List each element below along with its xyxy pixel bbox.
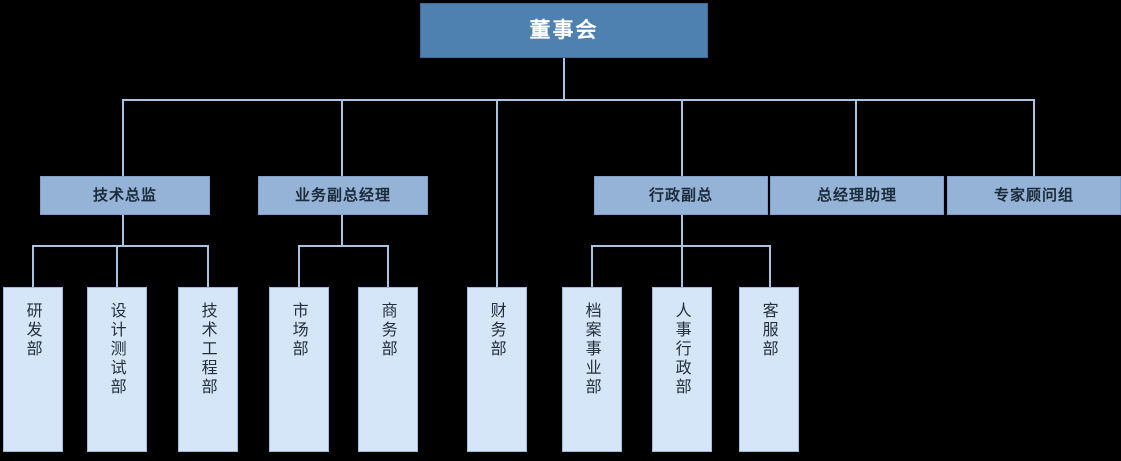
connector-drop-customer-service-dept bbox=[769, 245, 771, 288]
node-label: 档案事业部 bbox=[582, 302, 602, 397]
node-gm-assistant[interactable]: 总经理助理 bbox=[770, 176, 944, 215]
connector-drop-rd-dept bbox=[32, 245, 34, 288]
node-archive-div[interactable]: 档案事业部 bbox=[562, 287, 622, 452]
node-tech-director[interactable]: 技术总监 bbox=[40, 176, 210, 215]
node-design-test-dept[interactable]: 设计测试部 bbox=[87, 287, 147, 452]
node-label: 市场部 bbox=[289, 302, 309, 359]
connector-drop-tech-eng-dept bbox=[207, 245, 209, 288]
node-customer-service-dept[interactable]: 客服部 bbox=[739, 287, 799, 452]
node-label: 总经理助理 bbox=[816, 186, 897, 205]
node-label: 技术工程部 bbox=[198, 302, 218, 397]
node-market-dept[interactable]: 市场部 bbox=[269, 287, 329, 452]
node-label: 专家顾问组 bbox=[993, 186, 1074, 205]
node-rd-dept[interactable]: 研发部 bbox=[3, 287, 63, 452]
connector-drop-commerce-dept bbox=[387, 245, 389, 288]
connector-main-bus bbox=[122, 99, 1035, 101]
connector-stem-admin-vgm bbox=[681, 215, 683, 246]
node-label: 技术总监 bbox=[92, 186, 157, 205]
node-label: 研发部 bbox=[23, 302, 43, 359]
node-label: 行政副总 bbox=[648, 186, 713, 205]
node-finance-dept[interactable]: 财务部 bbox=[467, 287, 527, 452]
node-label: 人事行政部 bbox=[672, 302, 692, 397]
node-business-vgm[interactable]: 业务副总经理 bbox=[258, 176, 428, 215]
node-commerce-dept[interactable]: 商务部 bbox=[358, 287, 418, 452]
connector-root-stem bbox=[563, 58, 565, 100]
node-label: 董事会 bbox=[529, 18, 599, 43]
connector-drop-admin-vgm bbox=[681, 99, 683, 176]
connector-drop-business-vgm bbox=[341, 99, 343, 176]
node-admin-vgm[interactable]: 行政副总 bbox=[594, 176, 768, 215]
node-label: 客服部 bbox=[759, 302, 779, 359]
connector-drop-market-dept bbox=[298, 245, 300, 288]
connector-bus-tech-director bbox=[32, 245, 209, 247]
node-label: 财务部 bbox=[487, 302, 507, 359]
node-tech-eng-dept[interactable]: 技术工程部 bbox=[178, 287, 238, 452]
node-expert-group[interactable]: 专家顾问组 bbox=[947, 176, 1121, 215]
node-label: 业务副总经理 bbox=[294, 186, 391, 205]
connector-drop-design-test-dept bbox=[116, 245, 118, 288]
connector-drop-gm-assistant bbox=[855, 99, 857, 176]
connector-drop-finance-dept bbox=[496, 99, 498, 288]
connector-bus-business-vgm bbox=[298, 245, 389, 247]
connector-drop-hr-admin-dept bbox=[681, 245, 683, 288]
connector-drop-tech-director bbox=[122, 99, 124, 176]
connector-drop-expert-group bbox=[1033, 99, 1035, 176]
node-label: 商务部 bbox=[378, 302, 398, 359]
node-board-of-directors[interactable]: 董事会 bbox=[420, 3, 708, 58]
node-hr-admin-dept[interactable]: 人事行政部 bbox=[652, 287, 712, 452]
connector-drop-archive-div bbox=[591, 245, 593, 288]
connector-stem-tech-director bbox=[122, 215, 124, 246]
connector-stem-business-vgm bbox=[341, 215, 343, 246]
node-label: 设计测试部 bbox=[107, 302, 127, 397]
